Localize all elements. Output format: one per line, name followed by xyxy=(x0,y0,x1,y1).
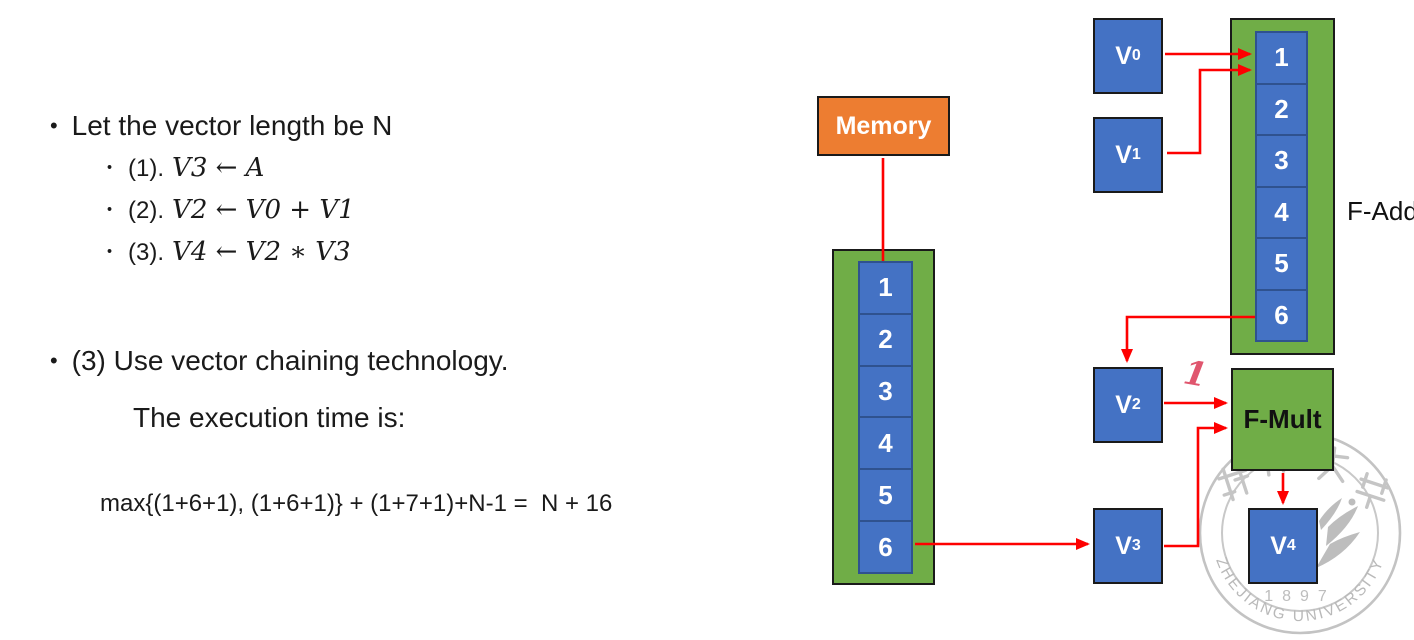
seal-character xyxy=(1355,472,1390,509)
pipeline-cell: 6 xyxy=(1255,288,1308,342)
memory-label: Memory xyxy=(835,111,932,140)
bullet-dot-icon xyxy=(107,239,128,266)
eagle-icon xyxy=(1316,498,1360,568)
arrow-v3-to-fmult xyxy=(1164,422,1228,548)
fadd-label: F-Add xyxy=(1347,196,1414,226)
step-line-2: (2).V2 ← V0 + V1 xyxy=(107,195,355,225)
fadd-pipeline: 1 2 3 4 5 6 xyxy=(1230,18,1335,355)
fadd-pipeline-cells: 1 2 3 4 5 6 xyxy=(1255,31,1308,342)
memory-pipeline-cells: 1 2 3 4 5 6 xyxy=(858,261,913,574)
memory-pipeline: 1 2 3 4 5 6 xyxy=(832,249,935,585)
bullet-dot-icon xyxy=(107,155,128,182)
pipeline-cell: 4 xyxy=(1255,185,1308,239)
execution-time-line: The execution time is: xyxy=(133,402,406,433)
seal-year: 1897 xyxy=(1264,588,1336,605)
bullet-chaining: (3) Use vector chaining technology. xyxy=(50,345,509,377)
bullet-dot-icon xyxy=(50,110,72,141)
fmult-label: F-Mult xyxy=(1243,404,1322,434)
pipeline-cell: 2 xyxy=(1255,82,1308,136)
bullet-vector-length: Let the vector length be N xyxy=(50,110,393,142)
chain-annotation-1: 1 xyxy=(1180,352,1211,395)
step-line-1: (1).V3 ← A xyxy=(107,153,264,183)
pipeline-cell: 6 xyxy=(858,520,913,574)
memory-box: Memory xyxy=(817,96,950,156)
pipeline-cell: 3 xyxy=(1255,134,1308,188)
pipeline-cell: 3 xyxy=(858,364,913,419)
pipeline-cell: 2 xyxy=(858,312,913,367)
step-line-3: (3).V4 ← V2 ∗ V3 xyxy=(107,237,350,267)
pipeline-cell: 5 xyxy=(858,468,913,523)
pipeline-cell: 1 xyxy=(1255,31,1308,85)
fmult-box: F-Mult xyxy=(1231,368,1334,471)
pipeline-cell: 1 xyxy=(858,261,913,315)
bullet-dot-icon xyxy=(107,197,128,224)
pipeline-cell: 4 xyxy=(858,416,913,471)
bullet-dot-icon xyxy=(50,345,72,376)
pipeline-cell: 5 xyxy=(1255,237,1308,291)
execution-time-formula: max{(1+6+1), (1+6+1)} + (1+7+1)+N-1 = N … xyxy=(100,490,613,517)
